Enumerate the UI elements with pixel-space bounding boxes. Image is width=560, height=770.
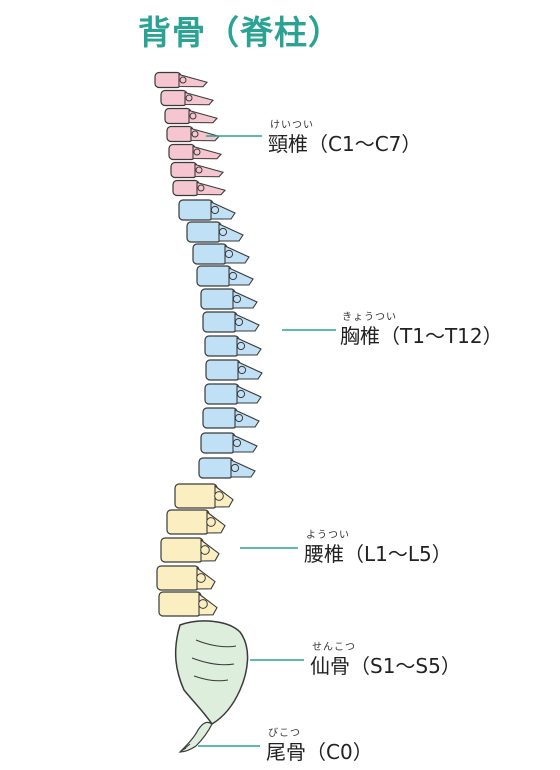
lumbar-vertebra — [174, 483, 234, 509]
lumbar-vertebrae — [156, 483, 234, 617]
name-thoracic: 胸椎（T1〜T12） — [340, 324, 503, 348]
diagram-title: 背骨（脊柱） — [138, 13, 342, 52]
thoracic-vertebra — [202, 407, 260, 429]
thoracic-vertebra — [205, 359, 263, 381]
ruby-coccyx: びこつ — [268, 728, 301, 739]
cervical-vertebrae — [154, 71, 226, 197]
lumbar-vertebra — [156, 565, 216, 591]
lumbar-vertebra — [158, 591, 218, 617]
coccyx — [178, 721, 213, 753]
sacrum — [174, 620, 249, 726]
thoracic-vertebra — [192, 243, 250, 265]
lumbar-vertebra — [160, 537, 220, 563]
thoracic-vertebra — [204, 335, 262, 357]
thoracic-vertebra — [200, 288, 258, 310]
thoracic-vertebra — [198, 457, 256, 479]
cervical-vertebra — [170, 161, 224, 179]
name-sacrum: 仙骨（S1〜S5） — [310, 654, 461, 678]
thoracic-vertebra — [196, 265, 254, 287]
ruby-sacrum: せんこつ — [312, 642, 356, 653]
name-coccyx: 尾骨（C0） — [266, 740, 373, 764]
cervical-vertebra — [164, 107, 218, 125]
lumbar-vertebra — [166, 509, 226, 535]
ruby-cervical: けいつい — [270, 120, 314, 131]
thoracic-vertebra — [178, 199, 236, 221]
name-cervical: 頸椎（C1〜C7） — [268, 132, 422, 156]
thoracic-vertebra — [200, 432, 258, 454]
ruby-lumbar: ようつい — [306, 530, 350, 541]
name-lumbar: 腰椎（L1〜L5） — [304, 542, 452, 566]
cervical-vertebra — [172, 179, 226, 197]
cervical-vertebra — [154, 71, 208, 89]
thoracic-vertebrae — [178, 199, 263, 479]
ruby-thoracic: きょうつい — [342, 312, 397, 323]
thoracic-vertebra — [202, 311, 260, 333]
thoracic-vertebra — [204, 383, 262, 405]
cervical-vertebra — [166, 125, 220, 143]
cervical-vertebra — [168, 143, 222, 161]
thoracic-vertebra — [186, 221, 244, 243]
cervical-vertebra — [160, 89, 214, 107]
